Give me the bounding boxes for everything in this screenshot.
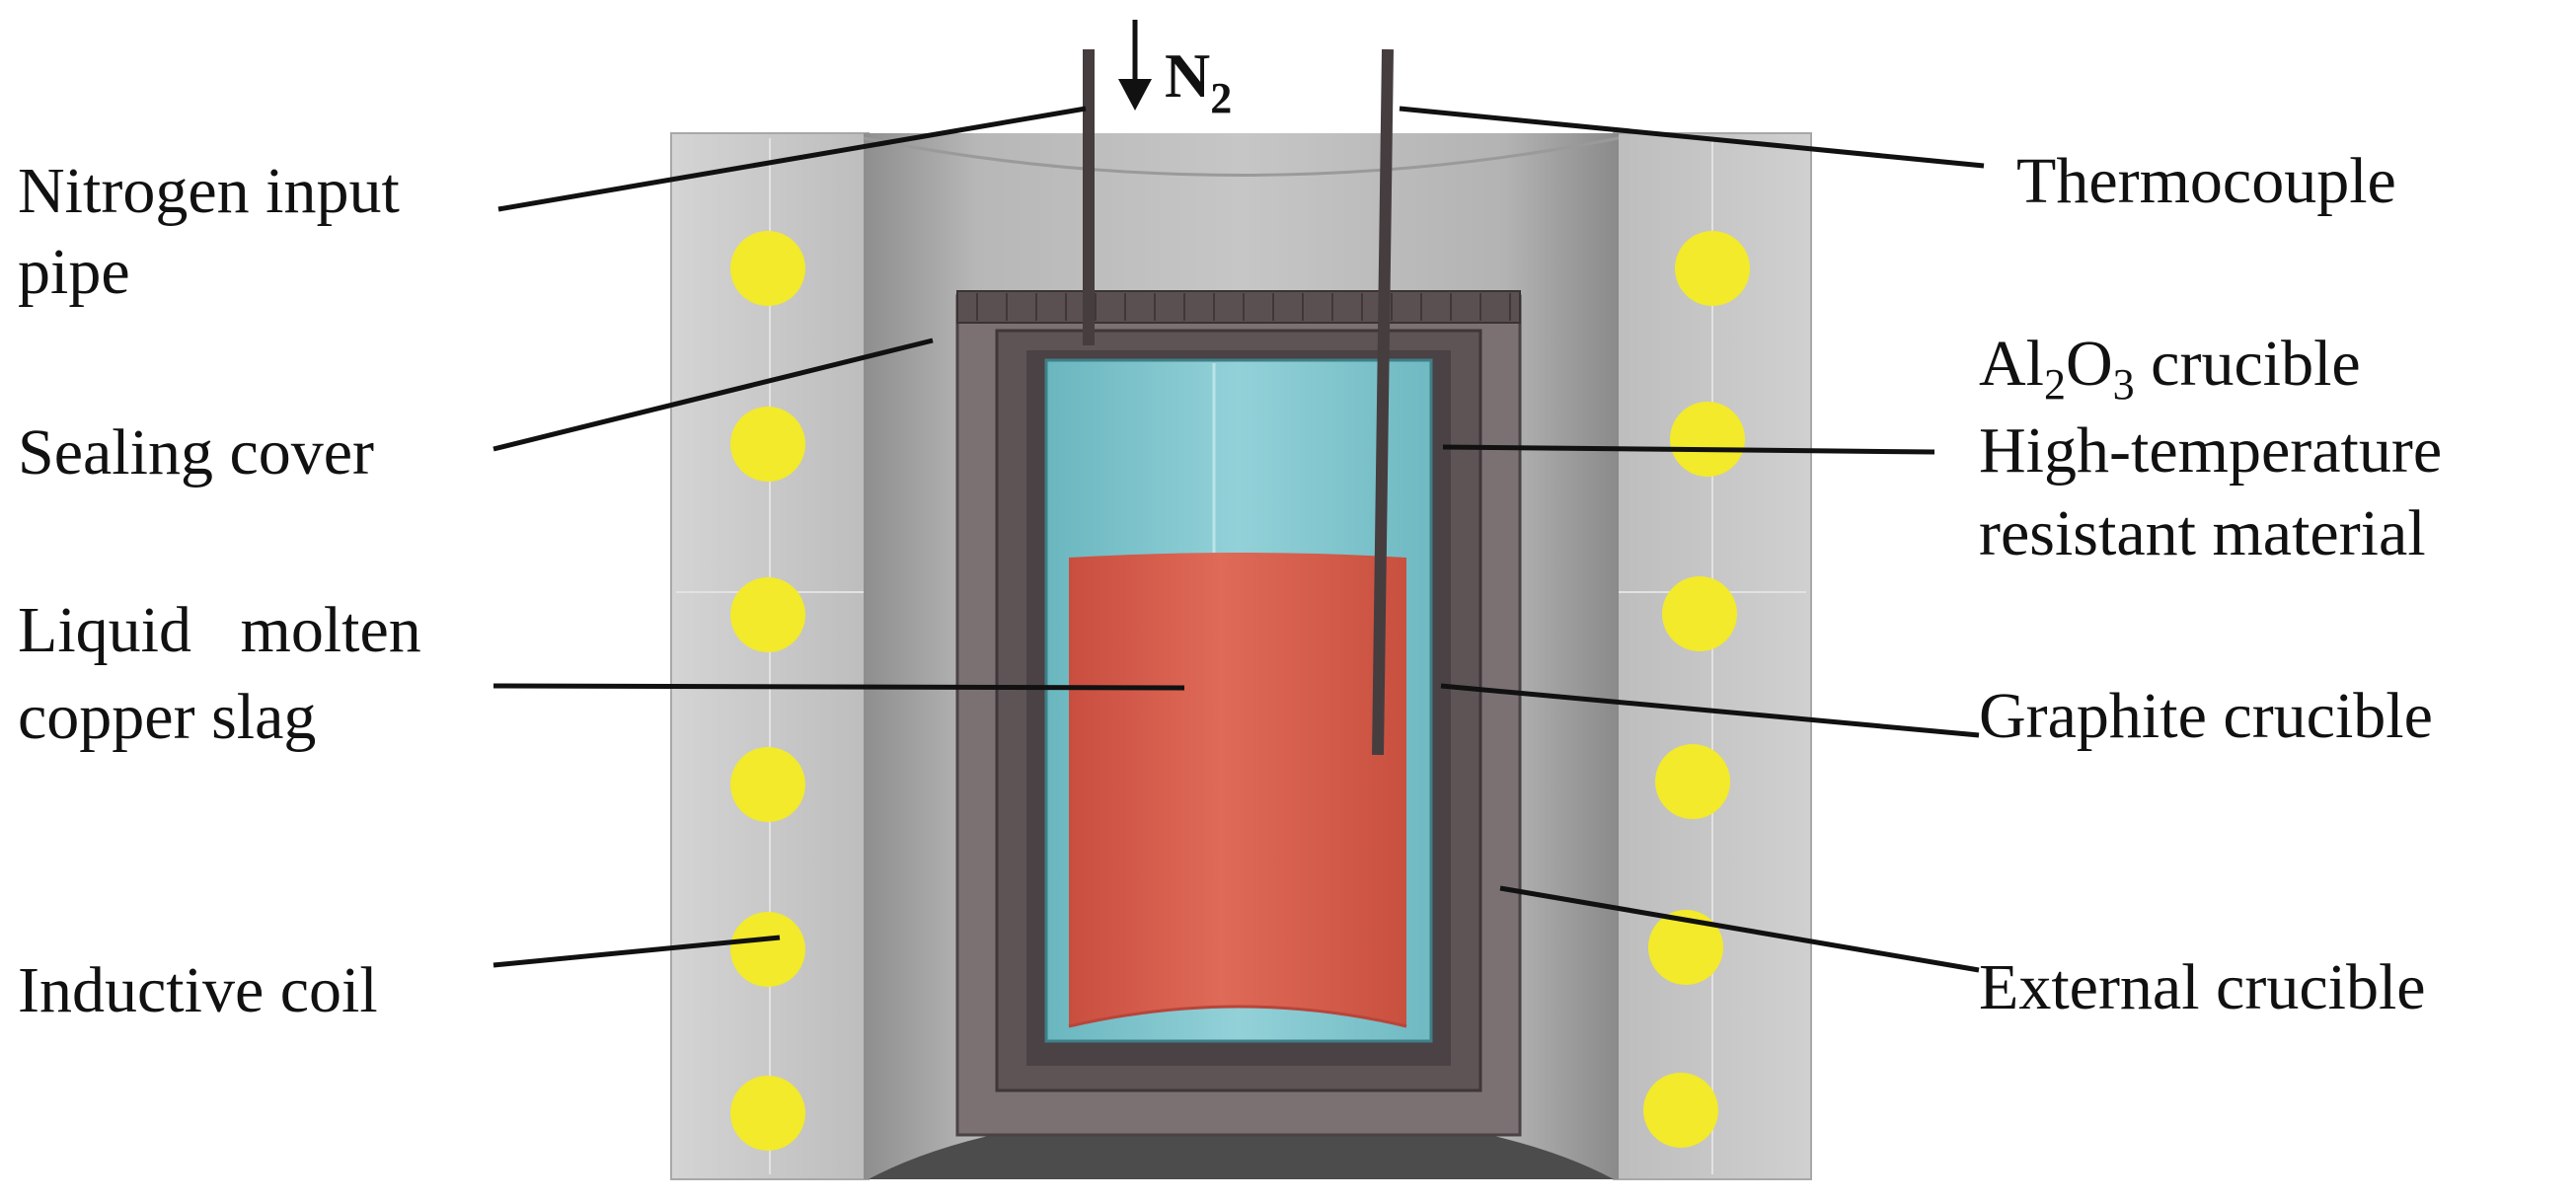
- leader-lines: [492, 106, 1985, 973]
- label-al2o3-crucible: Al2O3 crucible: [1979, 328, 2361, 409]
- coil-turn: [1670, 402, 1745, 477]
- coil-turn: [1643, 1073, 1718, 1148]
- coil-turn: [730, 231, 805, 306]
- coil-turn: [730, 747, 805, 822]
- leader-liquid-slag: [492, 683, 1185, 691]
- nitrogen-input-pipe: [1083, 49, 1095, 345]
- molten-slag: [1069, 553, 1406, 1026]
- leader-graphite: [1440, 683, 1980, 738]
- label-sealing-cover: Sealing cover: [18, 416, 374, 488]
- label-liquid-slag-line2: copper slag: [18, 681, 316, 753]
- label-high-temperature-line2: resistant material: [1979, 497, 2426, 569]
- wall-grid: [676, 138, 1806, 1174]
- leader-nitrogen: [497, 106, 1087, 212]
- coil-turn: [1675, 231, 1750, 306]
- cylinder-rim: [863, 136, 1620, 177]
- coil-turn: [1648, 910, 1723, 985]
- label-graphite-crucible: Graphite crucible: [1979, 680, 2433, 752]
- coil-turn: [730, 577, 805, 652]
- label-nitrogen-input-pipe-line2: pipe: [18, 236, 130, 308]
- label-inductive-coil: Inductive coil: [18, 954, 378, 1026]
- inductive-coil: [730, 231, 1750, 1151]
- label-high-temperature-line1: High-temperature: [1979, 414, 2442, 487]
- leader-resistant-material: [1442, 444, 1935, 455]
- thermocouple-rod: [1372, 48, 1394, 756]
- label-thermocouple: Thermocouple: [2016, 145, 2396, 217]
- leader-thermocouple: [1399, 106, 1985, 169]
- coil-turn: [1655, 744, 1730, 819]
- n2-flow-arrow: [1118, 20, 1152, 111]
- label-liquid-slag-line1: Liquid molten: [18, 594, 421, 666]
- sealing-cover: [956, 290, 1521, 324]
- n2-label: N2: [1165, 40, 1232, 122]
- leader-sealing-cover: [492, 338, 934, 452]
- coil-turn: [730, 407, 805, 482]
- leader-external: [1499, 885, 1980, 973]
- leader-inductive-coil: [492, 935, 781, 968]
- label-external-crucible: External crucible: [1979, 951, 2426, 1023]
- coil-turn: [730, 1076, 805, 1151]
- slag-surface: [1068, 1005, 1407, 1028]
- label-nitrogen-input-pipe-line1: Nitrogen input: [18, 155, 400, 227]
- coil-turn: [730, 912, 805, 987]
- coil-turn: [1662, 576, 1737, 651]
- sealing-cover-hatch: [976, 293, 1511, 321]
